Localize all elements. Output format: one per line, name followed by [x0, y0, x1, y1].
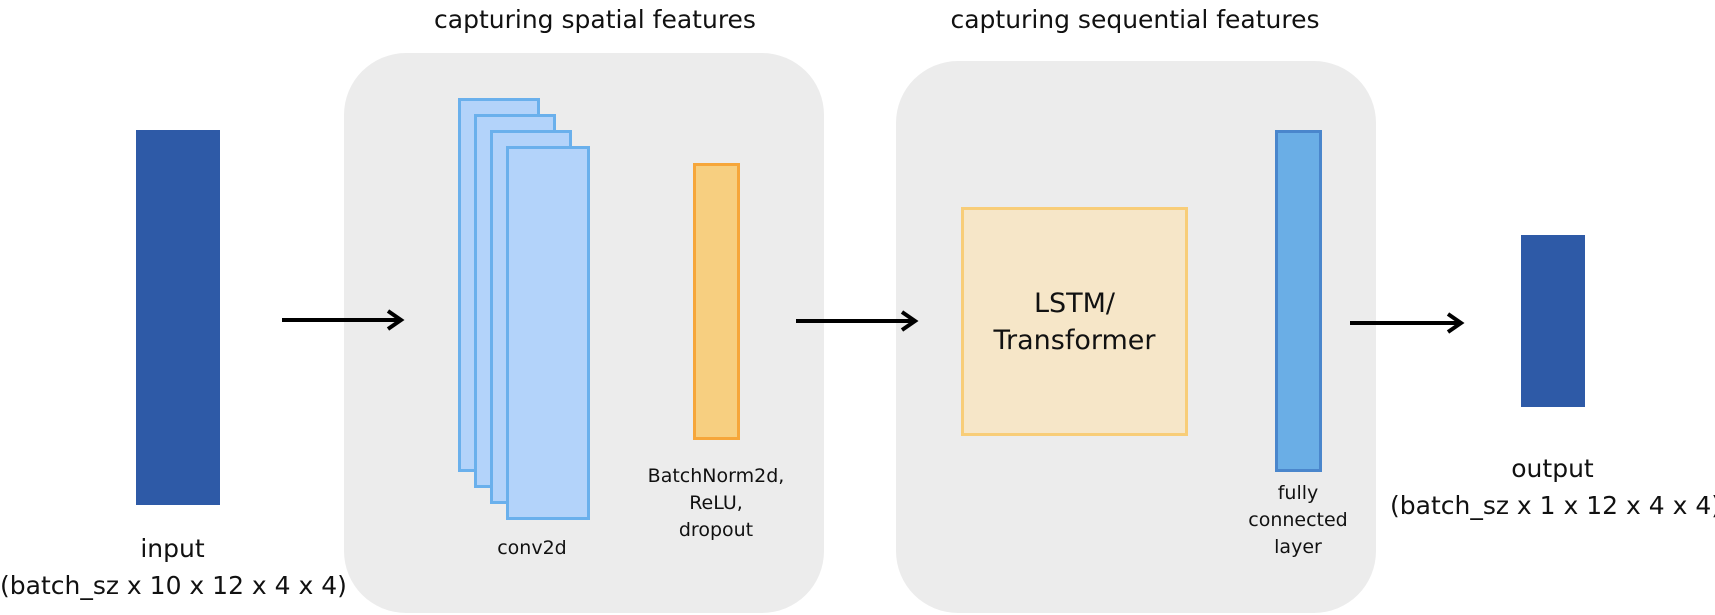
arrow-input-to-conv	[282, 309, 405, 331]
input-shape: (batch_sz x 10 x 12 x 4 x 4)	[0, 571, 347, 600]
lstm-transformer-label: LSTM/ Transformer	[993, 285, 1155, 359]
batchnorm-block	[693, 163, 740, 440]
input-label: input (batch_sz x 10 x 12 x 4 x 4)	[0, 530, 347, 604]
batchnorm-label: BatchNorm2d, ReLU, dropout	[636, 463, 796, 544]
batchnorm-label-line2: ReLU,	[689, 492, 743, 514]
batchnorm-label-line1: BatchNorm2d,	[647, 465, 785, 487]
output-tensor-block	[1521, 235, 1585, 407]
output-label-title: output	[1511, 454, 1594, 483]
spatial-section-title: capturing spatial features	[434, 5, 756, 34]
lstm-label-line1: LSTM/	[1033, 287, 1116, 319]
fully-connected-label: fully connected layer	[1228, 480, 1368, 561]
batchnorm-label-line3: dropout	[678, 519, 754, 541]
arrow-to-output	[1350, 312, 1465, 334]
fc-label-line1: fully	[1277, 482, 1319, 504]
output-shape: (batch_sz x 1 x 12 x 4 x 4)	[1390, 491, 1715, 520]
fc-label-line2: connected	[1248, 509, 1348, 531]
conv-label: conv2d	[497, 537, 567, 559]
lstm-transformer-block: LSTM/ Transformer	[961, 207, 1188, 436]
lstm-label-line2: Transformer	[993, 324, 1156, 356]
input-tensor-block	[136, 130, 220, 505]
fc-label-line3: layer	[1274, 536, 1322, 558]
output-label: output (batch_sz x 1 x 12 x 4 x 4)	[1390, 450, 1715, 524]
sequential-section-title: capturing sequential features	[950, 5, 1320, 34]
input-label-title: input	[140, 534, 205, 563]
fully-connected-block	[1275, 130, 1322, 472]
arrow-spatial-to-sequential	[796, 310, 919, 332]
conv-layer-4	[506, 146, 590, 520]
